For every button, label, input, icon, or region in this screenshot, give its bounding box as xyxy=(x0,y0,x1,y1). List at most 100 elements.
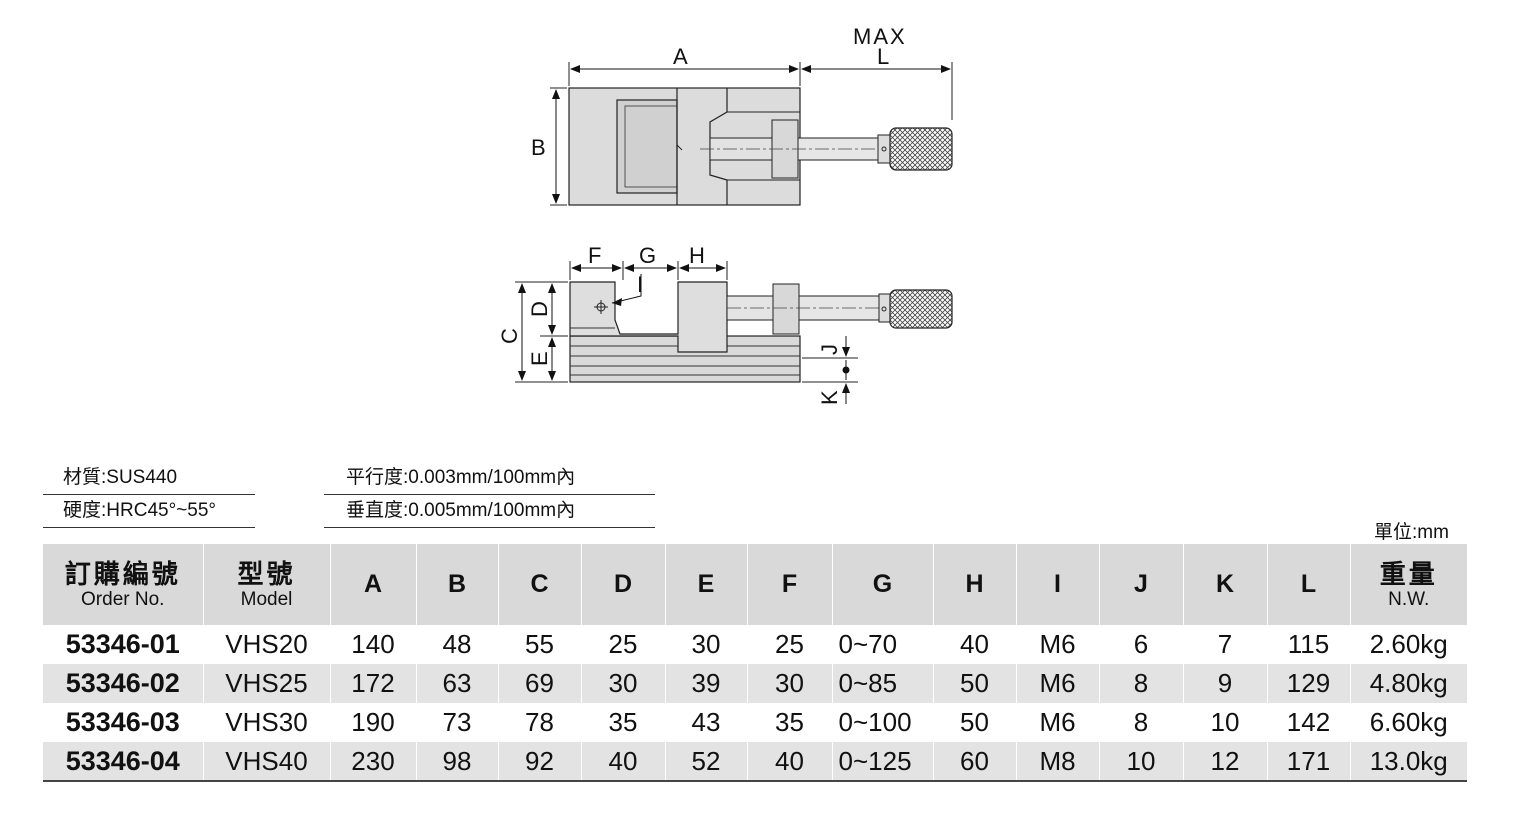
cell-f: 35 xyxy=(746,703,832,742)
cell-i: M6 xyxy=(1015,625,1099,664)
cell-k: 7 xyxy=(1182,625,1267,664)
cell-a: 140 xyxy=(329,625,416,664)
dim-label-h: H xyxy=(689,243,705,268)
side-view-drawing: F G H I C D E J K xyxy=(497,243,953,405)
top-view-drawing: A MAX L B xyxy=(531,24,953,206)
vise-technical-drawings: A MAX L B xyxy=(497,24,953,405)
header-order-zh: 訂購編號 xyxy=(64,558,181,589)
header-e: E xyxy=(664,544,747,625)
cell-e: 39 xyxy=(664,664,747,703)
cell-f: 25 xyxy=(746,625,832,664)
cell-nw: 6.60kg xyxy=(1349,703,1467,742)
unit-label: 單位:mm xyxy=(1374,522,1449,543)
spec-material-text: 材質:SUS440 xyxy=(63,467,178,488)
cell-j: 6 xyxy=(1098,625,1183,664)
spec-hardness-text: 硬度:HRC45°~55° xyxy=(63,500,217,521)
cell-nw: 4.80kg xyxy=(1349,664,1467,703)
cell-e: 43 xyxy=(664,703,747,742)
dim-label-l: L xyxy=(877,44,889,69)
cell-d: 40 xyxy=(580,742,665,781)
cell-k: 10 xyxy=(1182,703,1267,742)
cell-h: 40 xyxy=(932,625,1016,664)
header-h: H xyxy=(932,544,1016,625)
cell-c: 55 xyxy=(497,625,581,664)
cell-c: 92 xyxy=(497,742,581,781)
cell-l: 171 xyxy=(1266,742,1350,781)
spec-perpendicularity-text: 垂直度:0.005mm/100mm內 xyxy=(346,500,576,521)
cell-model: VHS25 xyxy=(202,664,330,703)
cell-j: 10 xyxy=(1098,742,1183,781)
header-nw-zh: 重量 xyxy=(1379,558,1438,589)
cell-k: 9 xyxy=(1182,664,1267,703)
cell-h: 60 xyxy=(932,742,1016,781)
dim-label-max: MAX xyxy=(853,24,907,49)
header-d: D xyxy=(580,544,665,625)
spec-perpendicularity: 垂直度:0.005mm/100mm內 xyxy=(324,495,655,528)
cell-d: 25 xyxy=(580,625,665,664)
dim-label-i: I xyxy=(637,272,643,297)
header-g: G xyxy=(831,544,933,625)
cell-model: VHS30 xyxy=(202,703,330,742)
cell-h: 50 xyxy=(932,664,1016,703)
header-model-en: Model xyxy=(240,588,293,610)
cell-h: 50 xyxy=(932,703,1016,742)
dim-label-a: A xyxy=(673,44,688,69)
dim-label-e: E xyxy=(527,351,552,366)
cell-l: 142 xyxy=(1266,703,1350,742)
header-j: J xyxy=(1098,544,1183,625)
dim-label-j: J xyxy=(817,344,842,355)
cell-b: 63 xyxy=(415,664,498,703)
cell-model: VHS20 xyxy=(202,625,330,664)
cell-order: 53346-01 xyxy=(65,629,180,659)
dim-label-d: D xyxy=(527,301,552,317)
cell-d: 35 xyxy=(580,703,665,742)
cell-model: VHS40 xyxy=(202,742,330,781)
header-i: I xyxy=(1015,544,1099,625)
cell-order: 53346-02 xyxy=(65,668,180,698)
cell-i: M6 xyxy=(1015,664,1099,703)
spec-parallelism: 平行度:0.003mm/100mm內 xyxy=(324,462,655,495)
header-f: F xyxy=(746,544,832,625)
header-l: L xyxy=(1266,544,1350,625)
dim-label-f: F xyxy=(588,243,601,268)
header-c: C xyxy=(497,544,581,625)
header-k: K xyxy=(1182,544,1267,625)
dim-label-g: G xyxy=(639,243,656,268)
cell-k: 12 xyxy=(1182,742,1267,781)
header-order-en: Order No. xyxy=(81,588,165,610)
header-b: B xyxy=(415,544,498,625)
cell-g: 0~125 xyxy=(831,742,933,781)
cell-f: 30 xyxy=(746,664,832,703)
cell-b: 73 xyxy=(415,703,498,742)
cell-nw: 13.0kg xyxy=(1349,742,1467,781)
cell-a: 230 xyxy=(329,742,416,781)
dim-label-k: K xyxy=(817,390,842,405)
cell-order: 53346-03 xyxy=(65,707,180,737)
cell-nw: 2.60kg xyxy=(1349,625,1467,664)
cell-a: 190 xyxy=(329,703,416,742)
header-a: A xyxy=(329,544,416,625)
cell-g: 0~100 xyxy=(831,703,933,742)
cell-g: 0~70 xyxy=(831,625,933,664)
cell-i: M8 xyxy=(1015,742,1099,781)
spec-material: 材質:SUS440 xyxy=(43,462,255,495)
cell-e: 52 xyxy=(664,742,747,781)
cell-b: 48 xyxy=(415,625,498,664)
cell-order: 53346-04 xyxy=(65,745,180,776)
header-model-zh: 型號 xyxy=(237,558,296,589)
header-nw-en: N.W. xyxy=(1388,588,1430,610)
cell-l: 115 xyxy=(1266,625,1350,664)
cell-f: 40 xyxy=(746,742,832,781)
cell-g: 0~85 xyxy=(831,664,933,703)
spec-parallelism-text: 平行度:0.003mm/100mm內 xyxy=(346,467,576,488)
cell-c: 69 xyxy=(497,664,581,703)
